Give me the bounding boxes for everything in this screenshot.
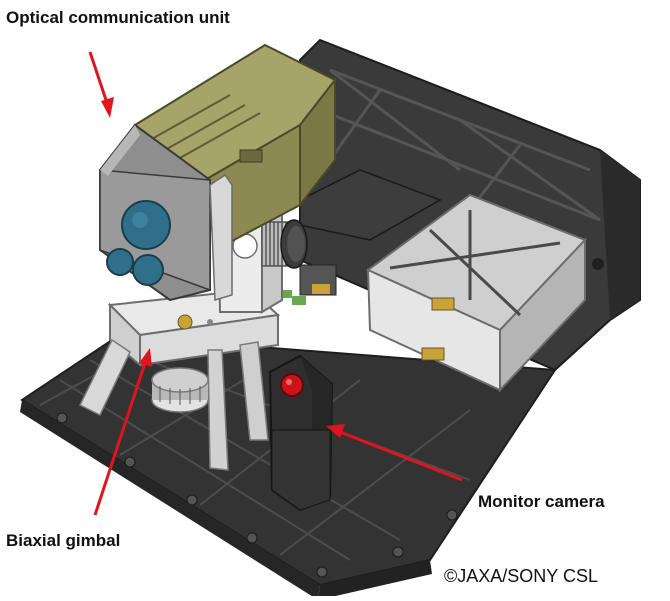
rear-electronics xyxy=(282,169,442,305)
gimbal-base xyxy=(78,288,281,471)
optical-unit xyxy=(99,43,337,302)
label-optical-communication-unit: Optical communication unit xyxy=(6,8,230,27)
arrow-gimbal xyxy=(93,348,152,516)
electronics-box xyxy=(366,193,587,393)
label-monitor-camera: Monitor camera xyxy=(478,492,605,511)
arrow-optical-unit xyxy=(88,51,114,118)
label-biaxial-gimbal: Biaxial gimbal xyxy=(6,531,121,550)
arrow-monitor-camera xyxy=(326,424,463,482)
monitor-camera xyxy=(268,354,334,512)
copyright-notice: ©JAXA/SONY CSL xyxy=(444,566,598,586)
